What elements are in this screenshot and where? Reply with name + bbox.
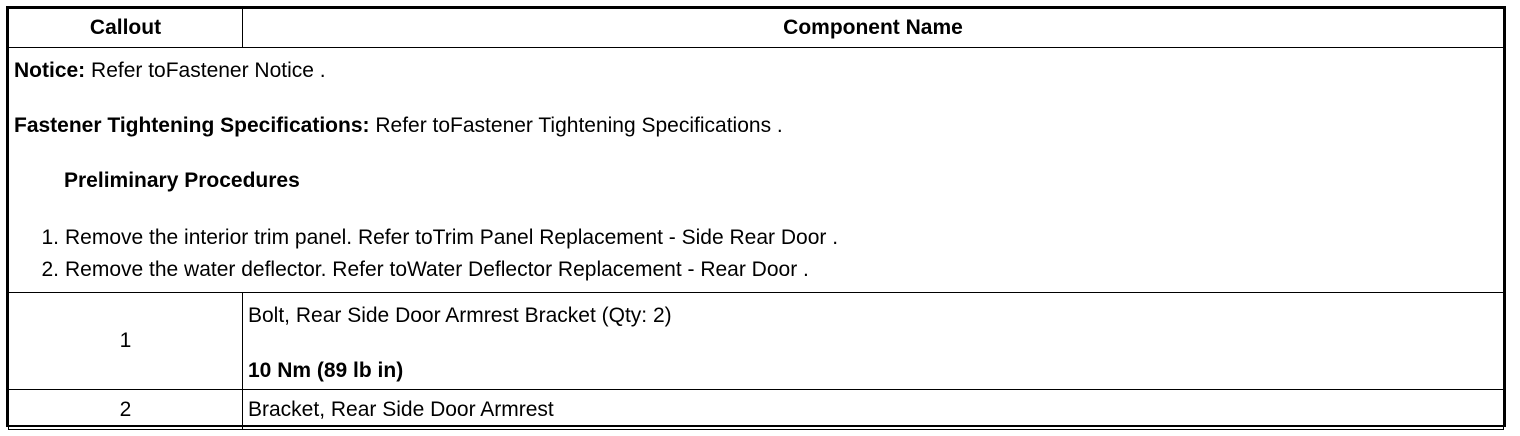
fastener-spec-text: Refer toFastener Tightening Specificatio… <box>369 114 783 137</box>
procedure-step: 2. Remove the water deflector. Refer toWa… <box>14 254 1503 286</box>
preliminary-procedures-heading: Preliminary Procedures <box>64 169 300 192</box>
step-text: Remove the interior trim panel. Refer to… <box>65 226 839 249</box>
header-callout: Callout <box>8 8 243 48</box>
callout-cell: 1 <box>8 292 243 390</box>
component-name: Bolt, Rear Side Door Armrest Bracket (Qt… <box>248 304 672 327</box>
step-number: 2. <box>41 258 59 281</box>
header-component-name: Component Name <box>242 8 1504 48</box>
torque-spec: 10 Nm (89 lb in) <box>248 359 404 382</box>
step-text: Remove the water deflector. Refer toWate… <box>65 258 809 281</box>
callout-cell: 2 <box>8 389 243 430</box>
procedure-step: 1. Remove the interior trim panel. Refer … <box>14 222 1503 254</box>
component-name-cell: Bolt, Rear Side Door Armrest Bracket (Qt… <box>242 292 1504 390</box>
table-row: 2 Bracket, Rear Side Door Armrest <box>8 389 1504 430</box>
notice-text: Refer toFastener Notice . <box>85 59 326 82</box>
component-name-cell: Bracket, Rear Side Door Armrest <box>242 389 1504 430</box>
fastener-spec-label: Fastener Tightening Specifications: <box>14 114 370 137</box>
fastener-spec-line: Fastener Tightening Specifications: Refe… <box>14 114 1503 138</box>
component-table: Callout Component Name Notice: Refer toF… <box>8 8 1504 430</box>
procedure-steps: 1. Remove the interior trim panel. Refer … <box>14 222 1503 286</box>
table-row: 1 Bolt, Rear Side Door Armrest Bracket (… <box>8 292 1504 390</box>
notice-line: Notice: Refer toFastener Notice . <box>14 59 1503 83</box>
notes-cell: Notice: Refer toFastener Notice . Fasten… <box>8 47 1504 293</box>
notes-row: Notice: Refer toFastener Notice . Fasten… <box>8 47 1504 293</box>
table-header-row: Callout Component Name <box>8 8 1504 48</box>
step-number: 1. <box>41 226 59 249</box>
component-table-frame: Callout Component Name Notice: Refer toF… <box>6 6 1506 430</box>
notice-label: Notice: <box>14 59 86 82</box>
